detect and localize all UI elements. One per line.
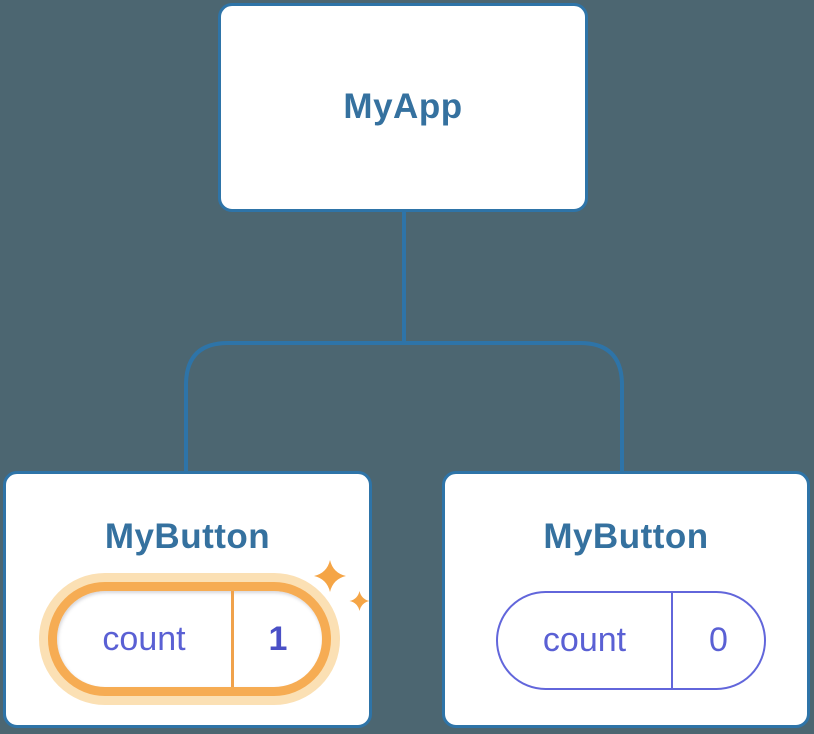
state-pill-highlighted: count 1 <box>48 582 331 696</box>
tree-node-myapp: MyApp <box>218 3 588 212</box>
connector-branch <box>184 341 624 473</box>
state-key: count <box>542 621 627 659</box>
state-pill-plain: count 0 <box>496 591 766 690</box>
node-label: MyApp <box>343 87 463 126</box>
sparkle-icon <box>314 560 370 611</box>
state-key: count <box>102 619 186 658</box>
state-value: 1 <box>268 619 288 658</box>
tree-node-mybutton-1: MyButton count 1 <box>3 471 372 728</box>
tree-node-mybutton-2: MyButton count 0 <box>442 471 810 728</box>
node-label: MyButton <box>104 517 271 556</box>
node-label: MyButton <box>543 517 709 556</box>
pill-divider <box>231 591 234 687</box>
state-value: 0 <box>709 621 728 659</box>
pill-divider <box>671 593 673 688</box>
